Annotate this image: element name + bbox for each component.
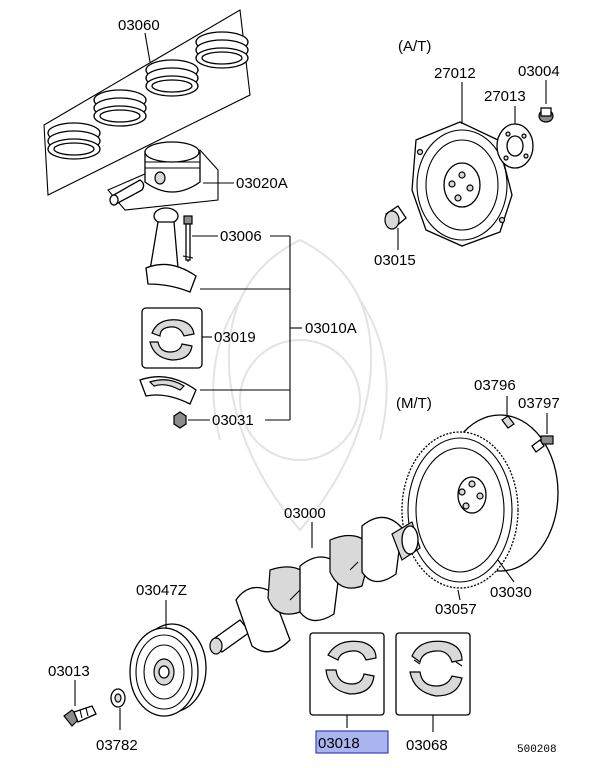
main-bearing-group[interactable]: 03018 <box>309 632 389 754</box>
crank-bolt-group[interactable]: 03013 <box>48 663 97 727</box>
flywheel-bolt <box>531 435 554 453</box>
piston <box>144 141 201 193</box>
label-03782[interactable]: 03782 <box>96 737 138 754</box>
drive-plate <box>411 121 513 247</box>
flywheel <box>401 414 559 589</box>
piston-ring-2 <box>93 89 147 127</box>
drive-plate-group[interactable]: 27012 <box>411 65 513 247</box>
rod-bolt <box>182 215 194 262</box>
crank-pulley <box>129 623 207 717</box>
rod-bearing-group[interactable]: 03019 <box>141 307 256 369</box>
pilot-bushing-group[interactable]: 03015 <box>374 205 416 269</box>
connecting-rod-group[interactable]: 03006 <box>145 207 290 293</box>
label-03010A[interactable]: 03010A <box>305 320 357 337</box>
label-03018[interactable]: 03018 <box>318 735 360 752</box>
main-bearing <box>325 640 377 695</box>
drive-plate-bolt <box>538 107 554 123</box>
label-03060[interactable]: 03060 <box>118 17 160 34</box>
label-03797[interactable]: 03797 <box>518 395 560 412</box>
crankshaft-group[interactable]: 03000 <box>209 505 421 655</box>
label-27012[interactable]: 27012 <box>434 65 476 82</box>
dowel-pin-group[interactable]: 03796 <box>474 377 516 429</box>
label-03068[interactable]: 03068 <box>406 737 448 754</box>
adapter-plate-group[interactable]: 27013 <box>484 88 534 169</box>
label-03015[interactable]: 03015 <box>374 252 416 269</box>
drive-plate-bolt-group[interactable]: 03004 <box>518 63 560 123</box>
highlight-03018 <box>315 730 389 754</box>
label-03047Z[interactable]: 03047Z <box>136 582 187 599</box>
label-03796[interactable]: 03796 <box>474 377 516 394</box>
crank-pulley-group[interactable]: 03047Z <box>129 582 207 717</box>
rod-nut-group[interactable]: 03031 <box>173 411 254 429</box>
rod-bearing <box>149 319 195 361</box>
flywheel-bolt-group[interactable]: 03797 <box>518 395 560 453</box>
at-note: (A/T) <box>398 38 431 55</box>
mt-note: (M/T) <box>396 395 432 412</box>
label-03030[interactable]: 03030 <box>490 584 532 601</box>
washer-group[interactable]: 03782 <box>96 688 138 754</box>
piston-rings-group[interactable]: 03060 <box>43 9 251 196</box>
dowel-pin <box>501 415 515 429</box>
ring-gear-label-group[interactable]: 03057 <box>435 589 477 618</box>
label-03013[interactable]: 03013 <box>48 663 90 680</box>
crankshaft <box>209 516 421 655</box>
label-03019[interactable]: 03019 <box>214 329 256 346</box>
connecting-rod <box>145 207 197 293</box>
label-03000[interactable]: 03000 <box>284 505 326 522</box>
label-03057[interactable]: 03057 <box>435 601 477 618</box>
pilot-bushing <box>384 205 407 230</box>
piston-pin <box>109 179 145 206</box>
label-03006[interactable]: 03006 <box>220 228 262 245</box>
label-03020A[interactable]: 03020A <box>236 175 288 192</box>
label-03004[interactable]: 03004 <box>518 63 560 80</box>
rod-nut <box>173 411 187 429</box>
diagram-code: 500208 <box>517 744 557 756</box>
adapter-plate <box>496 123 534 169</box>
piston-ring-4 <box>195 31 249 69</box>
thrust-bearing <box>409 640 463 697</box>
watermark-emblem <box>212 238 388 532</box>
thrust-bearing-group[interactable]: 03068 <box>395 632 471 754</box>
rod-cap <box>139 376 197 405</box>
washer <box>110 688 126 708</box>
piston-group[interactable]: 03020A <box>107 141 288 211</box>
crank-bolt <box>63 705 97 727</box>
bracket-03010A <box>200 236 302 421</box>
flywheel-group[interactable]: 03030 <box>401 414 559 601</box>
label-27013[interactable]: 27013 <box>484 88 526 105</box>
label-03031[interactable]: 03031 <box>212 412 254 429</box>
piston-ring-1 <box>47 122 101 160</box>
piston-ring-3 <box>145 59 199 97</box>
